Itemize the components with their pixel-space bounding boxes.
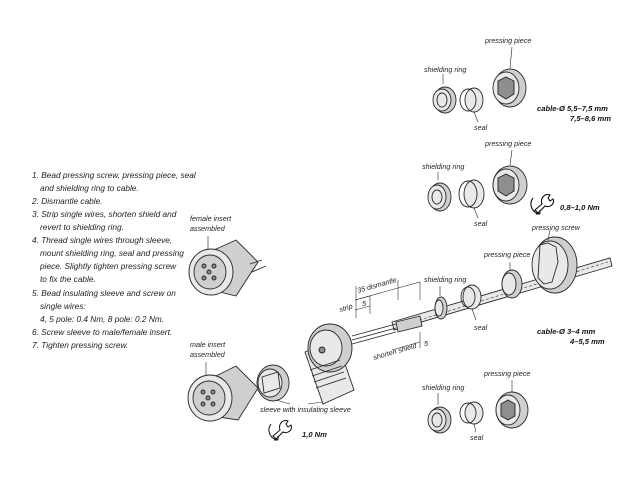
dimension-5-shield: 5: [424, 339, 429, 348]
instruction-5-line-1: 5. Bead insulating sleeve and screw on: [32, 288, 176, 298]
female-insert: female insert assembled: [188, 214, 267, 297]
instruction-3-line-1: 3. Strip single wires, shorten shield an…: [32, 209, 177, 219]
label-seal-bottom: seal: [470, 433, 484, 442]
main-assembly: pressing screw pressing piece seal shiel…: [256, 223, 613, 441]
label-seal-main: seal: [474, 323, 488, 332]
instruction-4-line-1: 4. Thread single wires through sleeve,: [32, 235, 172, 245]
instruction-4-line-2: mount shielding ring, seal and pressing: [40, 248, 184, 258]
label-shielding-ring-bottom: shielding ring: [422, 383, 464, 392]
instruction-5-line-3: 4, 5 pole: 0.4 Nm, 8 pole: 0.2 Nm.: [40, 314, 164, 324]
cable-spec-top-2: 7,5–8,6 mm: [570, 114, 611, 123]
parts-group-top: shielding ring pressing piece seal cable…: [424, 36, 611, 132]
label-female-insert-1: female insert: [190, 214, 232, 223]
label-shielding-ring-top: shielding ring: [424, 65, 466, 74]
label-pressing-screw: pressing screw: [531, 223, 581, 232]
label-pressing-piece-middle: pressing piece: [484, 139, 531, 148]
label-dismantle: 35 dismantle: [356, 275, 398, 295]
instruction-4-line-4: to fix the cable.: [40, 274, 96, 284]
cable-spec-top-1: cable-Ø 5,5–7,5 mm: [537, 104, 608, 113]
instruction-1-line-2: and shielding ring to cable.: [40, 183, 139, 193]
label-pressing-piece-top: pressing piece: [484, 36, 531, 45]
label-shorten-shield: shorten shield: [372, 341, 418, 362]
label-female-insert-2: assembled: [190, 224, 226, 233]
label-shielding-ring-middle: shielding ring: [422, 162, 464, 171]
label-sleeve: sleeve with insulating sleeve: [260, 405, 351, 414]
instruction-3-line-2: revert to shielding ring.: [40, 222, 124, 232]
dimension-5-strip: 5: [362, 299, 367, 308]
label-shielding-ring-main: shielding ring: [424, 275, 466, 284]
instruction-list: 1. Bead pressing screw, pressing piece, …: [31, 170, 197, 350]
instruction-1-line-1: 1. Bead pressing screw, pressing piece, …: [32, 170, 197, 180]
torque-pressing: 0,8–1,0 Nm: [560, 203, 600, 212]
parts-group-middle: shielding ring pressing piece seal 0,8–1…: [422, 139, 600, 228]
instruction-2-line-1: 2. Dismantle cable.: [31, 196, 103, 206]
label-male-insert-1: male insert: [190, 340, 226, 349]
label-male-insert-2: assembled: [190, 350, 226, 359]
label-pressing-piece-main: pressing piece: [483, 250, 530, 259]
torque-wrench-icon-sleeve: [268, 420, 292, 441]
instruction-6-line-1: 6. Screw sleeve to male/female insert.: [32, 327, 172, 337]
cable-spec-bottom-1: cable-Ø 3–4 mm: [537, 327, 595, 336]
instruction-4-line-3: piece. Slightly tighten pressing screw: [39, 261, 177, 271]
instruction-7-line-1: 7. Tighten pressing screw.: [32, 340, 128, 350]
cable-spec-bottom-2: 4–5,5 mm: [569, 337, 605, 346]
parts-group-bottom: shielding ring pressing piece seal: [422, 369, 530, 442]
torque-sleeve: 1,0 Nm: [302, 430, 327, 439]
label-pressing-piece-bottom: pressing piece: [483, 369, 530, 378]
torque-wrench-icon-pressing: [530, 194, 554, 215]
label-seal-top: seal: [474, 123, 488, 132]
instruction-5-line-2: single wires:: [40, 301, 86, 311]
label-seal-middle: seal: [474, 219, 488, 228]
label-strip: strip: [338, 302, 354, 314]
male-insert: male insert assembled: [187, 340, 259, 422]
